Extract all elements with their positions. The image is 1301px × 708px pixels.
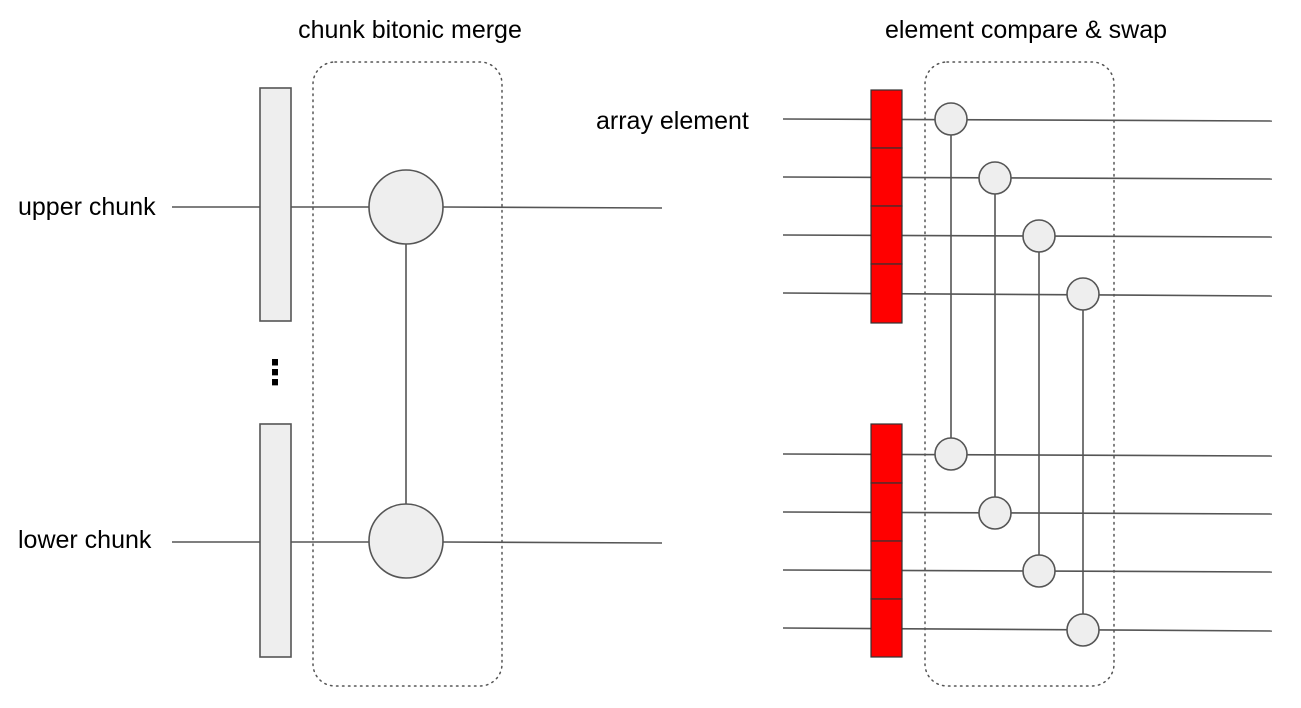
upper-chunk-comparator-node xyxy=(368,169,444,245)
element-comparator-node-upper-2 xyxy=(978,161,1012,195)
lower-chunk-comparator-node xyxy=(368,503,444,579)
upper-array-element-3 xyxy=(870,205,903,265)
chunk-ellipsis: ⋮ xyxy=(258,353,292,393)
upper-array-element-4 xyxy=(870,263,903,324)
element-comparator-node-lower-1 xyxy=(934,437,968,471)
element-compare-swap-title: element compare & swap xyxy=(885,16,1167,44)
upper-chunk-label: upper chunk xyxy=(18,193,156,221)
lower-chunk-label: lower chunk xyxy=(18,526,152,554)
element-comparator-node-upper-3 xyxy=(1022,219,1056,253)
upper-element-wire-4 xyxy=(782,292,1273,297)
element-compare-swap-panel: element compare & swap array element xyxy=(596,16,1273,687)
element-comparator-node-lower-4 xyxy=(1066,613,1100,647)
lower-element-wire-4 xyxy=(782,627,1273,632)
upper-chunk-output-wire xyxy=(442,206,663,209)
upper-element-wire-1 xyxy=(782,118,1273,122)
upper-chunk-block xyxy=(259,87,292,322)
lower-array-element-3 xyxy=(870,540,903,600)
element-comparator-node-upper-4 xyxy=(1066,277,1100,311)
lower-chunk-block xyxy=(259,423,292,658)
lower-element-wire-1 xyxy=(782,453,1273,457)
lower-array-element-1 xyxy=(870,423,903,484)
element-comparator-node-lower-3 xyxy=(1022,554,1056,588)
element-comparator-node-lower-2 xyxy=(978,496,1012,530)
upper-array-element-2 xyxy=(870,147,903,207)
array-element-label: array element xyxy=(596,107,749,135)
chunk-bitonic-merge-title: chunk bitonic merge xyxy=(298,16,522,44)
lower-chunk-output-wire xyxy=(442,541,663,544)
chunk-bitonic-merge-panel: chunk bitonic merge upper chunk ⋮ lower … xyxy=(18,16,663,687)
upper-array-element-1 xyxy=(870,89,903,149)
lower-array-element-4 xyxy=(870,598,903,658)
upper-element-wire-2 xyxy=(782,176,1273,180)
chunk-merge-group-box xyxy=(312,61,503,687)
element-comparator-node-upper-1 xyxy=(934,102,968,136)
lower-element-wire-2 xyxy=(782,511,1273,515)
compare-swap-group-box xyxy=(924,61,1115,687)
lower-array-element-2 xyxy=(870,482,903,542)
